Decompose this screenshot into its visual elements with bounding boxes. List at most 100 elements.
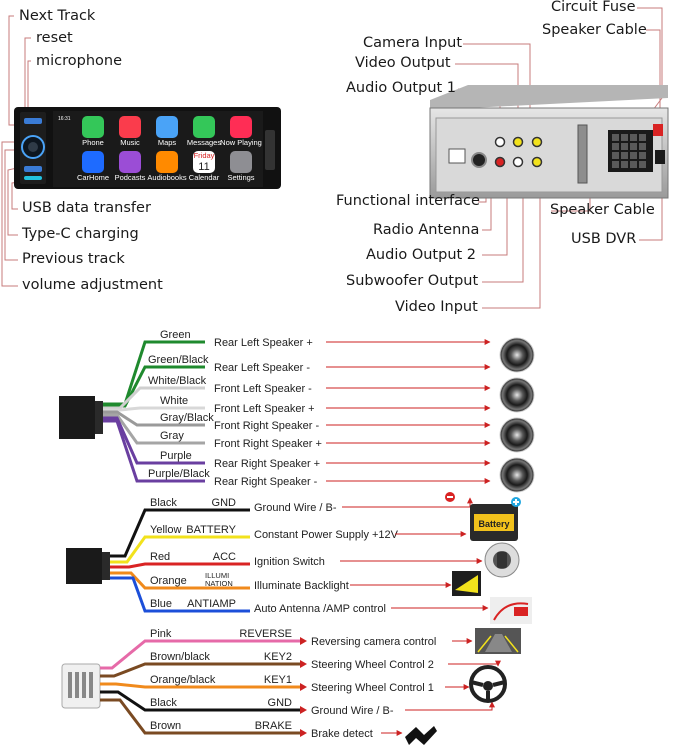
control-wire-color: Orange/black bbox=[150, 674, 216, 686]
power-wire-pin: BATTERY bbox=[186, 524, 236, 536]
now-playing-icon bbox=[230, 116, 252, 138]
power-wire bbox=[110, 571, 250, 590]
app-label: Now Playing bbox=[220, 138, 262, 147]
label-subwoofer-output: Subwoofer Output bbox=[346, 273, 479, 289]
label-microphone: microphone bbox=[36, 53, 123, 69]
control-wire-tip bbox=[300, 683, 307, 691]
speaker-wire-label: Front Left Speaker - bbox=[214, 383, 312, 395]
speaker-wire bbox=[103, 386, 205, 410]
battery-label: Battery bbox=[478, 519, 509, 529]
control-wire bbox=[100, 690, 300, 712]
control-wire-color: Black bbox=[150, 697, 177, 709]
speaker-icon bbox=[499, 457, 535, 493]
speaker-wire bbox=[103, 340, 205, 406]
speaker-wire-color: Green/Black bbox=[148, 354, 209, 366]
podcasts-icon bbox=[119, 151, 141, 173]
speaker-icon bbox=[499, 377, 535, 413]
power-wire-color: Yellow bbox=[150, 524, 181, 536]
control-wire-tip bbox=[300, 660, 307, 668]
label-radio-antenna: Radio Antenna bbox=[373, 222, 480, 238]
label-reset: reset bbox=[36, 30, 73, 46]
speaker-icon bbox=[499, 417, 535, 453]
calendar-day: Friday bbox=[194, 151, 215, 160]
battery-icon: Battery bbox=[445, 492, 521, 541]
ignition-key-icon bbox=[484, 542, 520, 578]
app-now-playing[interactable]: Now Playing bbox=[220, 116, 262, 147]
speaker-wire-color: Purple/Black bbox=[148, 468, 210, 480]
maps-icon bbox=[156, 116, 178, 138]
app-settings[interactable]: Settings bbox=[227, 151, 255, 182]
power-wire-pin: ANTIAMP bbox=[187, 598, 236, 610]
control-wire-label: Reversing camera control bbox=[311, 636, 436, 648]
speaker-wire bbox=[103, 413, 205, 445]
power-wire-color: Black bbox=[150, 497, 177, 509]
app-audiobooks[interactable]: Audiobooks bbox=[147, 151, 187, 182]
settings-icon bbox=[230, 151, 252, 173]
control-wire-tip bbox=[300, 637, 307, 645]
label-audio-output-1: Audio Output 1 bbox=[346, 80, 457, 96]
carhome-icon bbox=[82, 151, 104, 173]
speaker-connector bbox=[59, 396, 95, 439]
control-wire bbox=[100, 662, 300, 678]
app-podcasts[interactable]: Podcasts bbox=[115, 151, 146, 182]
label-speaker-cable-bottom: Speaker Cable bbox=[550, 202, 655, 218]
power-wire-label: Auto Antenna /AMP control bbox=[254, 603, 386, 615]
power-wire-label: Ignition Switch bbox=[254, 556, 325, 568]
label-audio-output-2: Audio Output 2 bbox=[366, 247, 477, 263]
screen-clock: 16:31 bbox=[58, 116, 71, 122]
label-circuit-fuse: Circuit Fuse bbox=[551, 0, 636, 15]
audiobooks-icon bbox=[156, 151, 178, 173]
music-icon bbox=[119, 116, 141, 138]
speaker-wire bbox=[103, 365, 205, 408]
control-wire-color: Pink bbox=[150, 628, 172, 640]
speaker-wire-label: Rear Left Speaker - bbox=[214, 362, 310, 374]
control-wire-pin: GND bbox=[268, 697, 293, 709]
speaker-wire-color: White/Black bbox=[148, 375, 207, 387]
backlight-icon bbox=[452, 571, 481, 596]
label-usb-data-transfer: USB data transfer bbox=[22, 200, 151, 216]
power-wire bbox=[110, 562, 250, 569]
label-next-track: Next Track bbox=[19, 8, 96, 24]
app-label: Audiobooks bbox=[147, 173, 186, 182]
app-maps[interactable]: Maps bbox=[156, 116, 178, 147]
control-connector bbox=[61, 663, 101, 709]
label-functional-interface: Functional interface bbox=[336, 193, 480, 209]
speaker-wire-color: Green bbox=[160, 329, 191, 341]
label-previous-track: Previous track bbox=[22, 251, 125, 267]
power-wire-label: Ground Wire / B- bbox=[254, 502, 337, 514]
app-messages[interactable]: Messages bbox=[187, 116, 221, 147]
app-music[interactable]: Music bbox=[119, 116, 141, 147]
brake-pedal-icon bbox=[405, 726, 437, 745]
label-camera-input: Camera Input bbox=[363, 35, 463, 51]
app-label: Podcasts bbox=[115, 173, 146, 182]
power-wire-pin: GND bbox=[212, 497, 237, 509]
control-wire bbox=[100, 639, 300, 670]
app-label: Messages bbox=[187, 138, 221, 147]
rca-jacks bbox=[494, 136, 543, 168]
power-wire-color: Red bbox=[150, 551, 170, 563]
calendar-icon bbox=[193, 151, 215, 173]
power-wire-color: Blue bbox=[150, 598, 172, 610]
speaker-icon bbox=[499, 337, 535, 373]
speaker-wire-label: Front Right Speaker + bbox=[214, 438, 322, 450]
power-wire-pin: ILLUMI bbox=[205, 571, 229, 580]
speaker-wire-color: White bbox=[160, 395, 188, 407]
power-wire-pin: ACC bbox=[213, 551, 236, 563]
phone-icon bbox=[82, 116, 104, 138]
messages-icon bbox=[193, 116, 215, 138]
control-wire-label: Ground Wire / B- bbox=[311, 705, 394, 717]
control-wire-color: Brown/black bbox=[150, 651, 210, 663]
control-wire-pin: KEY2 bbox=[264, 651, 292, 663]
antenna-amp-icon bbox=[490, 597, 532, 624]
power-wire-color: Orange bbox=[150, 575, 187, 587]
power-wire bbox=[110, 576, 250, 613]
app-phone[interactable]: Phone bbox=[82, 116, 104, 147]
app-carhome[interactable]: CarHome bbox=[77, 151, 109, 182]
app-label: Calendar bbox=[189, 173, 220, 182]
speaker-wire bbox=[103, 410, 205, 427]
speaker-wire-label: Front Left Speaker + bbox=[214, 403, 315, 415]
